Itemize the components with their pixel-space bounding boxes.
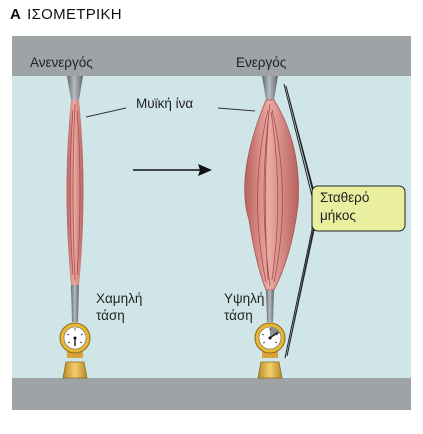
active-state-label: Ενεργός [236, 55, 287, 70]
high-tension-label-line1: Υψηλή [224, 291, 265, 306]
gauge-stand [62, 361, 88, 379]
fiber-lines [257, 103, 283, 287]
muscle-fiber-label: Μυϊκή ίνα [136, 96, 194, 111]
bottom-tendon [71, 285, 79, 322]
low-tension-label-line1: Χαμηλή [96, 291, 143, 306]
low-tension-label-line2: τάση [96, 308, 125, 323]
top-tendon [262, 76, 278, 100]
inactive-state-label: Ανενεργός [30, 55, 93, 70]
transition-arrow [133, 164, 212, 176]
top-plate [12, 36, 411, 76]
panel-title: ΙΣΟΜΕΤΡΙΚΗ [27, 6, 122, 23]
high-tension-gauge [254, 322, 286, 379]
bottom-plate [12, 378, 411, 410]
fiber-leader-right [217, 107, 256, 112]
gauge-needle [269, 331, 279, 339]
gauge-stand [257, 361, 283, 379]
inactive-muscle [66, 76, 84, 322]
active-muscle [244, 76, 299, 322]
top-tendon [67, 76, 83, 100]
low-tension-gauge [59, 322, 91, 379]
constant-length-line2: μήκος [320, 208, 356, 223]
high-tension-label-line2: τάση [224, 308, 253, 323]
diagram-title: A ΙΣΟΜΕΤΡΙΚΗ [10, 6, 122, 23]
panel-letter: A [10, 6, 22, 23]
constant-length-line1: Σταθερό [320, 190, 370, 205]
fiber-lines [69, 103, 81, 282]
constant-length-callout [283, 83, 406, 359]
muscle-belly [66, 100, 84, 285]
fiber-leader-left [85, 107, 127, 118]
bottom-tendon [266, 290, 274, 322]
gauge-shaded-sector [270, 326, 280, 338]
